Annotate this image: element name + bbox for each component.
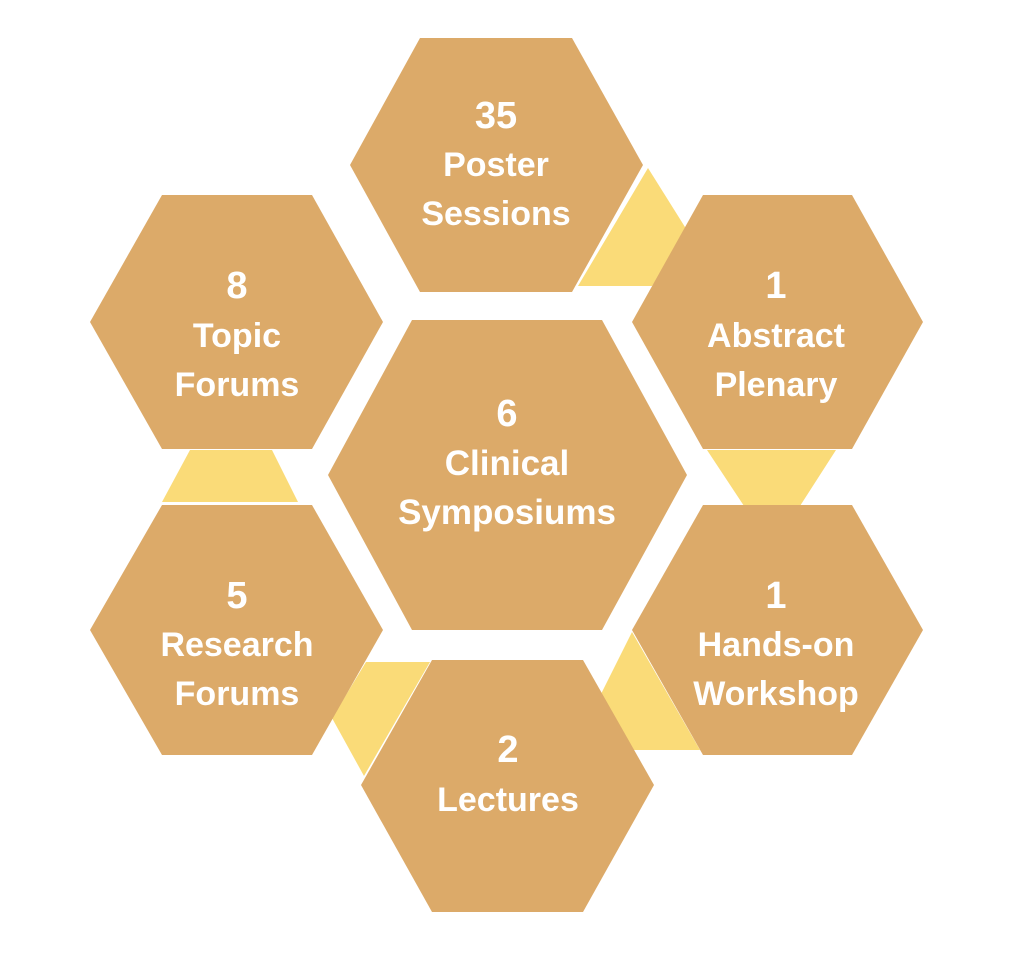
hexagons <box>90 38 923 912</box>
poster-count: 35 <box>475 95 517 137</box>
research-label-line2: Forums <box>175 675 300 713</box>
connector-abstract-handson <box>707 450 836 506</box>
lectures-count: 2 <box>497 729 518 771</box>
hexagon-research-forums <box>90 505 383 755</box>
lectures-label-line1: Lectures <box>437 781 579 819</box>
connector-handson-lectures <box>598 632 700 750</box>
clinical-label-line1: Clinical <box>445 444 569 483</box>
hexagon-topic-forums <box>90 195 383 449</box>
poster-label-line2: Sessions <box>421 195 570 233</box>
topic-label-line2: Forums <box>175 366 300 404</box>
hexagon-abstract-plenary <box>632 195 923 449</box>
hexagon-lectures <box>361 660 654 912</box>
hexagon-clinical-symposiums <box>328 320 687 630</box>
connector-topic-research <box>162 450 298 502</box>
research-count: 5 <box>226 575 247 617</box>
connector-research-lectures <box>332 662 430 776</box>
connector-poster-abstract <box>578 168 690 286</box>
handson-label-line1: Hands-on <box>698 626 855 664</box>
clinical-count: 6 <box>496 393 517 435</box>
hexagon-labels: 35 Poster Sessions 1 Abstract Plenary 1 … <box>160 95 858 819</box>
research-label-line1: Research <box>160 626 313 664</box>
handson-count: 1 <box>765 575 786 617</box>
poster-label-line1: Poster <box>443 146 549 184</box>
handson-label-line2: Workshop <box>693 675 859 713</box>
topic-count: 8 <box>226 265 247 307</box>
abstract-count: 1 <box>765 265 786 307</box>
hexagon-hands-on-workshop <box>632 505 923 755</box>
abstract-label-line1: Abstract <box>707 317 845 355</box>
topic-label-line1: Topic <box>193 317 281 355</box>
clinical-label-line2: Symposiums <box>398 493 616 532</box>
abstract-label-line2: Plenary <box>715 366 838 404</box>
connectors <box>162 168 836 776</box>
hexagon-poster-sessions <box>350 38 643 292</box>
